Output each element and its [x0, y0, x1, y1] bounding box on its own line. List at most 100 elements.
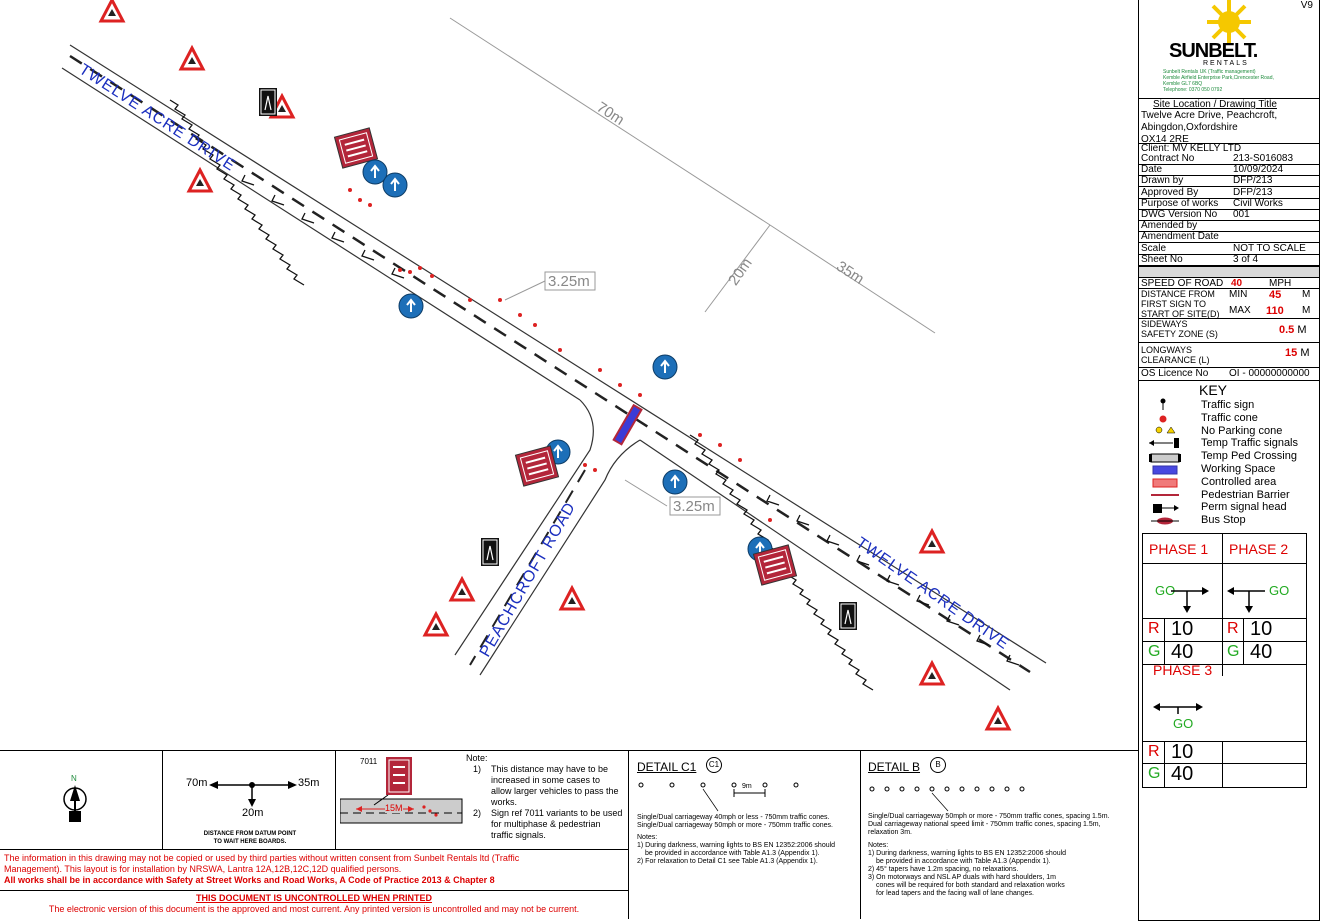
info-row-key: Drawn by [1141, 175, 1184, 187]
key-item: Bus Stop [1201, 514, 1246, 527]
key-item: Traffic cone [1201, 411, 1258, 424]
distance-min-value: 45 [1269, 289, 1282, 301]
sign-distance: 15M [385, 803, 403, 813]
key-item: Traffic sign [1201, 399, 1255, 411]
sign-7011-diagram [340, 757, 463, 824]
road-label-twelve-acre-drive-west: TWELVE ACRE DRIVE [76, 61, 239, 175]
key-symbols [1149, 398, 1181, 525]
sideways-value: 0.5 M [1279, 324, 1307, 336]
info-row-key: Scale [1141, 242, 1167, 254]
key-item: Temp Traffic signals [1201, 437, 1299, 450]
compass-north-label: N [71, 774, 77, 783]
detail-c1-title: DETAIL C1 [637, 760, 697, 774]
key-item: Controlled area [1201, 475, 1277, 488]
distance-max-label: MAX [1229, 305, 1251, 316]
info-row-value: DFP/213 [1233, 186, 1273, 198]
info-row-key: Date [1141, 164, 1163, 176]
info-row-key: Amended by [1141, 220, 1198, 232]
key-item: No Parking cone [1201, 424, 1283, 437]
detail-b-cones [869, 786, 1025, 812]
info-row-key: Sheet No [1141, 253, 1183, 265]
detail-b-badge: B [930, 757, 946, 773]
phase-2-r-value: 10 [1250, 618, 1273, 640]
note-2: Sign ref 7011 variants to be used for mu… [491, 808, 623, 840]
key-item: Pedestrian Barrier [1201, 488, 1290, 501]
phase-2-go: GO [1269, 583, 1290, 598]
info-row-key: Amendment Date [1141, 231, 1219, 243]
info-row-value: 3 of 4 [1233, 253, 1259, 265]
distance-max-unit: M [1302, 305, 1311, 316]
uncontrolled-notice: THIS DOCUMENT IS UNCONTROLLED WHEN PRINT… [196, 893, 432, 903]
electronic-notice: The electronic version of this document … [48, 904, 580, 914]
dim-3-25m-lower: 3.25m [673, 498, 715, 515]
datum-diagram [209, 781, 297, 807]
phase-1-r-value: 10 [1171, 618, 1194, 640]
phase-1-g-label: G [1148, 643, 1161, 660]
note-title: Note: [466, 753, 488, 763]
info-row-value: 001 [1233, 209, 1250, 220]
site-plan-drawing: 3.25m 3.25m 70m 20m 35m TWELVE ACRE DRIV… [61, 0, 1047, 731]
phase-3-g-label: G [1148, 765, 1161, 782]
phase-1-go: GO [1155, 583, 1176, 598]
distance-min-label: MIN [1229, 289, 1248, 300]
dim-20m: 20m [725, 255, 756, 289]
dim-35m: 35m [833, 258, 867, 288]
longways-value: 15 M [1285, 347, 1310, 359]
detail-c1-spacing: 9m [742, 783, 752, 790]
phase-1-title: PHASE 1 [1149, 541, 1209, 557]
title-block: V9 SUNBELT. RENTALS Sunbelt Rentals UK (… [1138, 0, 1320, 921]
phase-3-title: PHASE 3 [1153, 662, 1213, 678]
datum-35m: 35m [298, 777, 320, 789]
key-item: Temp Ped Crossing [1201, 450, 1297, 463]
detail-b-description: Single/Dual carriageway 50mph or more - … [868, 813, 1110, 836]
sunbelt-logo-sub: RENTALS [1203, 60, 1249, 67]
key-item: Working Space [1201, 463, 1276, 475]
dim-3-25m-upper: 3.25m [548, 273, 590, 290]
phase-arrows [1153, 587, 1265, 714]
phase-3-go: GO [1173, 716, 1194, 731]
datum-20m: 20m [242, 807, 264, 819]
info-row-key: Contract No [1141, 153, 1195, 164]
phase-1-r-label: R [1148, 620, 1160, 637]
key-title: KEY [1199, 382, 1228, 398]
version-label: V9 [1300, 0, 1313, 11]
phase-1-g-value: 40 [1171, 641, 1194, 663]
info-row-value: NOT TO SCALE [1233, 242, 1306, 254]
datum-70m: 70m [186, 777, 208, 789]
phase-2-g-label: G [1227, 643, 1240, 660]
info-row-key: Purpose of works [1141, 197, 1219, 209]
sunbelt-sun-logo-icon [1207, 0, 1251, 44]
info-row-value: Civil Works [1233, 197, 1283, 209]
info-row-value: DFP/213 [1233, 175, 1273, 187]
site-line-2: Abingdon,Oxfordshire [1141, 122, 1238, 133]
site-line-3: OX14 2RE [1141, 134, 1189, 145]
phase-3-r-label: R [1148, 743, 1160, 760]
distance-max-value: 110 [1266, 305, 1284, 317]
detail-b-notes: Notes: 1) During darkness, warning light… [868, 842, 1067, 897]
info-row-key: Approved By [1141, 186, 1199, 198]
site-line-1: Twelve Acre Drive, Peachcroft, [1141, 110, 1278, 121]
distance-min-unit: M [1302, 289, 1311, 300]
company-address: Sunbelt Rentals UK (Traffic management)K… [1163, 69, 1274, 93]
detail-b-title: DETAIL B [868, 760, 921, 774]
note-2-num: 2) [473, 808, 482, 818]
sign-ref: 7011 [360, 757, 378, 766]
disclaimer: The information in this drawing may not … [4, 853, 520, 885]
detail-c1-description: Single/Dual carriageway 40mph or less - … [637, 814, 833, 829]
road-label-peachcroft-road: PEACHCROFT ROAD [477, 499, 580, 660]
detail-c1-badge: C1 [706, 757, 722, 773]
detail-c1-notes: Notes: 1) During darkness, warning light… [637, 834, 836, 865]
phase-box: PHASE 1 PHASE 2 PHASE 3 GO GO GO R 10 G … [1142, 533, 1307, 788]
site-heading: Site Location / Drawing Title [1153, 99, 1277, 110]
info-row-value: 213-S016083 [1233, 153, 1294, 164]
key-item: Perm signal head [1201, 501, 1287, 514]
note-1: This distance may have to be increased i… [491, 764, 619, 807]
phase-3-r-value: 10 [1171, 741, 1194, 763]
sunbelt-logo-text: SUNBELT. [1169, 40, 1258, 62]
info-row-value: 10/09/2024 [1233, 164, 1284, 176]
